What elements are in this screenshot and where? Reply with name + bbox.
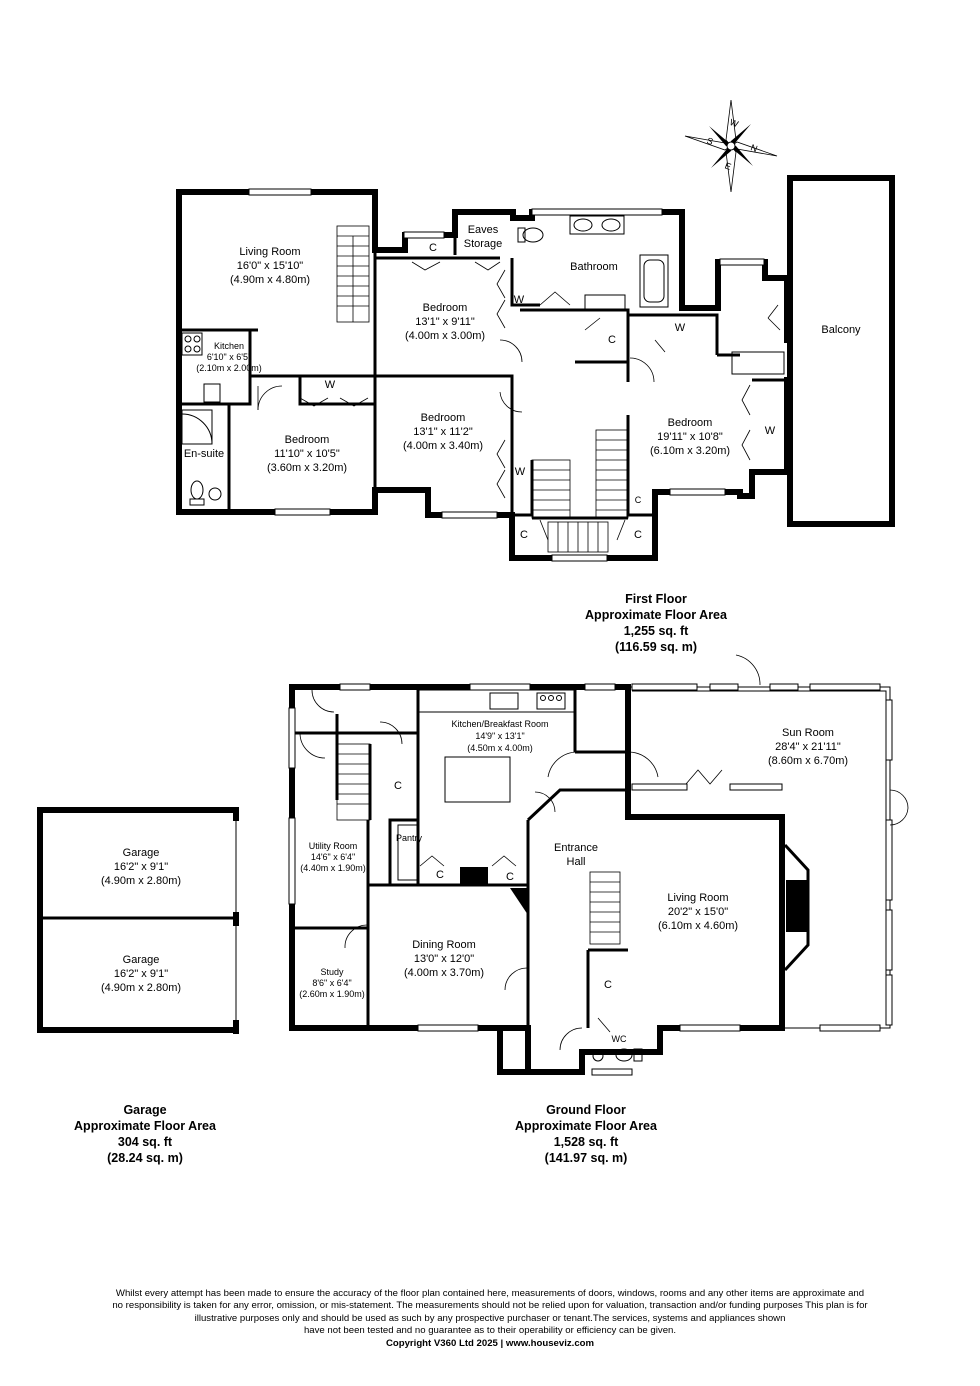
garage-2-label: Garage <box>123 954 160 966</box>
garage-2-imperial: 16'2" x 9'1" <box>114 968 168 980</box>
ff-bedroom-east-metric: (6.10m x 3.20m) <box>650 445 730 457</box>
ff-kitchen-label: Kitchen <box>214 341 244 351</box>
ff-bedroom-mid-metric: (4.00m x 3.40m) <box>403 440 483 452</box>
ff-cupboard-marker: C <box>429 242 437 254</box>
ground-floor-plan: Kitchen/Breakfast Room 14'9" x 13'1" (4.… <box>288 654 909 1076</box>
disclaimer-line: no responsibility is taken for any error… <box>112 1300 868 1312</box>
ff-bedroom-sw-label: Bedroom <box>285 434 330 446</box>
garage-area-subtitle: Approximate Floor Area <box>74 1119 217 1133</box>
ff-wardrobe-marker: W <box>514 294 525 306</box>
gf-hall-label: Hall <box>567 856 586 868</box>
gf-kitchen-label: Kitchen/Breakfast Room <box>451 719 548 729</box>
gf-dining-room-metric: (4.00m x 3.70m) <box>404 967 484 979</box>
compass-rose: W N S E <box>684 99 778 193</box>
ff-wardrobe-marker: W <box>515 466 526 478</box>
garage-plan: Garage 16'2" x 9'1" (4.90m x 2.80m) Gara… <box>37 807 239 1034</box>
gf-area-subtitle: Approximate Floor Area <box>515 1119 658 1133</box>
gf-pantry-label: Pantry <box>396 833 423 843</box>
ff-area-subtitle: Approximate Floor Area <box>585 608 728 622</box>
ff-wardrobe-marker: W <box>675 322 686 334</box>
garage-1-label: Garage <box>123 847 160 859</box>
first-floor-area-block: First Floor Approximate Floor Area 1,255… <box>585 592 728 654</box>
ff-area-sqm: (116.59 sq. m) <box>615 640 697 654</box>
gf-utility-metric: (4.40m x 1.90m) <box>300 863 366 873</box>
disclaimer-line: illustrative purposes only and should be… <box>194 1312 786 1324</box>
ff-bedroom-sw-metric: (3.60m x 3.20m) <box>267 462 347 474</box>
garage-1-metric: (4.90m x 2.80m) <box>101 875 181 887</box>
ff-living-room-label: Living Room <box>239 246 300 258</box>
gf-dining-room-imperial: 13'0" x 12'0" <box>414 953 474 965</box>
ff-storage-label: Storage <box>464 238 503 250</box>
garage-2-metric: (4.90m x 2.80m) <box>101 982 181 994</box>
gf-living-room-imperial: 20'2" x 15'0" <box>668 906 728 918</box>
ff-bathroom-label: Bathroom <box>570 261 618 273</box>
garage-area-title: Garage <box>123 1103 166 1117</box>
ff-cupboard-marker: C <box>608 334 616 346</box>
ff-wardrobe-marker: W <box>325 379 336 391</box>
gf-sun-room-imperial: 28'4" x 21'11" <box>775 741 841 753</box>
gf-area-title: Ground Floor <box>546 1103 626 1117</box>
ff-area-title: First Floor <box>625 592 687 606</box>
compass-e-label: E <box>723 160 732 171</box>
gf-sun-room-label: Sun Room <box>782 727 834 739</box>
compass-w-label: W <box>728 117 740 129</box>
ff-bedroom-sw-imperial: 11'10" x 10'5" <box>274 448 340 460</box>
gf-area-sqft: 1,528 sq. ft <box>554 1135 619 1149</box>
gf-study-imperial: 8'6" x 6'4" <box>312 978 351 988</box>
gf-cupboard-marker: C <box>604 979 612 991</box>
ff-kitchen-metric: (2.10m x 2.00m) <box>196 363 262 373</box>
ff-balcony-label: Balcony <box>821 324 861 336</box>
gf-area-sqm: (141.97 sq. m) <box>545 1151 628 1165</box>
disclaimer-line: Whilst every attempt has been made to en… <box>115 1288 865 1299</box>
ff-cupboard-marker: C <box>635 495 642 505</box>
gf-cupboard-marker: C <box>394 780 402 792</box>
ff-bedroom-east-label: Bedroom <box>668 417 713 429</box>
copyright-line: Copyright V360 Ltd 2025 | www.houseviz.c… <box>385 1337 595 1349</box>
gf-living-room-metric: (6.10m x 4.60m) <box>658 920 738 932</box>
gf-sun-room-metric: (8.60m x 6.70m) <box>768 755 848 767</box>
ff-living-room-metric: (4.90m x 4.80m) <box>230 274 310 286</box>
ff-area-sqft: 1,255 sq. ft <box>624 624 689 638</box>
gf-living-room-label: Living Room <box>667 892 728 904</box>
gf-kitchen-imperial: 14'9" x 13'1" <box>475 731 524 741</box>
garage-1-imperial: 16'2" x 9'1" <box>114 861 168 873</box>
ground-floor-area-block: Ground Floor Approximate Floor Area 1,52… <box>515 1103 658 1165</box>
ff-cupboard-marker: C <box>634 529 642 541</box>
disclaimer-line: have not been tested and no guarantee as… <box>303 1325 677 1337</box>
gf-study-label: Study <box>320 967 344 977</box>
ff-wardrobe-marker: W <box>765 425 776 437</box>
ff-living-room-imperial: 16'0" x 15'10" <box>237 260 304 272</box>
ff-cupboard-marker: C <box>520 529 528 541</box>
gf-study-metric: (2.60m x 1.90m) <box>299 989 365 999</box>
garage-area-sqm: (28.24 sq. m) <box>107 1151 183 1165</box>
ff-ensuite-label: En-suite <box>184 448 224 460</box>
gf-kitchen-metric: (4.50m x 4.00m) <box>467 743 533 753</box>
garage-area-block: Garage Approximate Floor Area 304 sq. ft… <box>74 1103 217 1165</box>
ff-bedroom-nw-imperial: 13'1" x 9'11" <box>415 316 475 328</box>
gf-wc-label: WC <box>612 1034 627 1044</box>
gf-utility-imperial: 14'6" x 6'4" <box>311 852 355 862</box>
garage-area-sqft: 304 sq. ft <box>118 1135 173 1149</box>
gf-cupboard-marker: C <box>436 869 444 881</box>
gf-cupboard-marker: C <box>506 871 514 883</box>
ff-bedroom-mid-imperial: 13'1" x 11'2" <box>413 426 473 438</box>
ff-kitchen-imperial: 6'10" x 6'5" <box>207 352 251 362</box>
compass-n-label: N <box>749 142 759 154</box>
ff-bedroom-nw-metric: (4.00m x 3.00m) <box>405 330 485 342</box>
ff-bedroom-mid-label: Bedroom <box>421 412 466 424</box>
disclaimer-text: Whilst every attempt has been made to en… <box>20 1288 960 1350</box>
ff-bedroom-east-imperial: 19'11" x 10'8" <box>657 431 723 443</box>
compass-s-label: S <box>705 135 714 146</box>
gf-utility-label: Utility Room <box>309 841 358 851</box>
ff-bedroom-nw-label: Bedroom <box>423 302 468 314</box>
ff-eaves-label: Eaves <box>468 224 499 236</box>
gf-entrance-label: Entrance <box>554 842 598 854</box>
first-floor-plan: Living Room 16'0" x 15'10" (4.90m x 4.80… <box>176 175 895 562</box>
gf-dining-room-label: Dining Room <box>412 939 476 951</box>
